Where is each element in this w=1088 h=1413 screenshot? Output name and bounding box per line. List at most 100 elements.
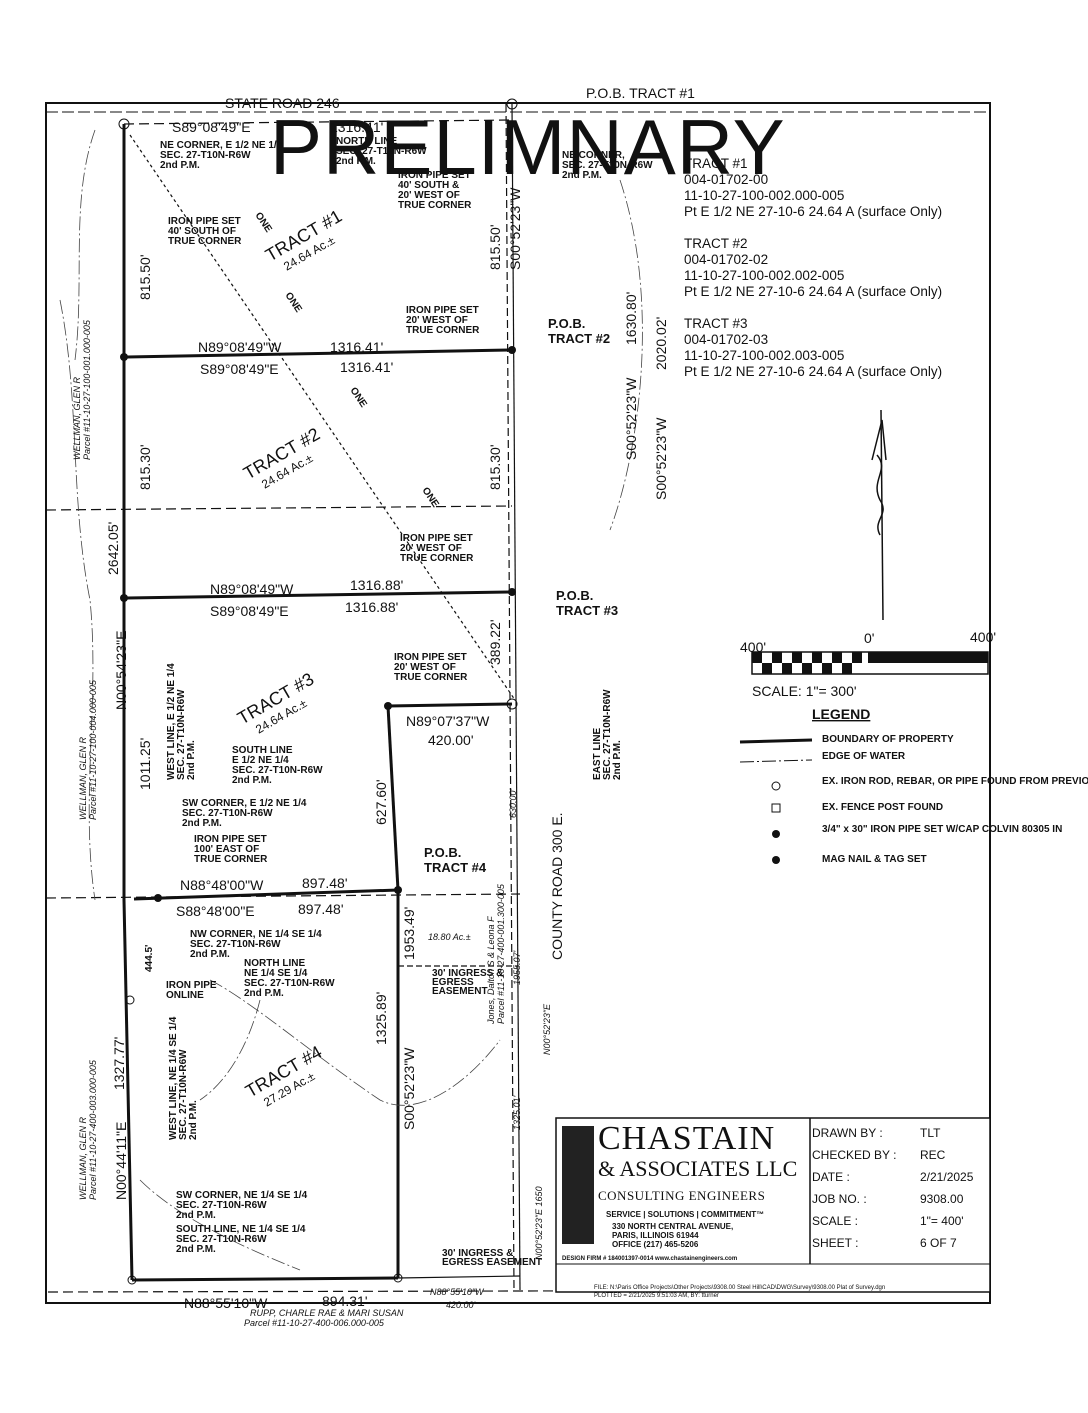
- svg-text:0': 0': [864, 630, 874, 646]
- pipe-set-marker: [508, 346, 516, 354]
- distance-t3-west: 1011.25': [137, 738, 153, 790]
- distance-t2-east: 815.30': [487, 445, 503, 491]
- svg-text:SEC. 27-T10N-R6W: SEC. 27-T10N-R6W: [244, 978, 335, 989]
- distance-t4-east: 1325.89': [373, 992, 389, 1045]
- corner-markers: [118, 98, 518, 1285]
- distance-t1-west: 815.50': [137, 255, 153, 301]
- svg-text:40' SOUTH &: 40' SOUTH &: [398, 180, 459, 191]
- svg-text:2nd P.M.: 2nd P.M.: [176, 1210, 216, 1221]
- svg-text:TRUE CORNER: TRUE CORNER: [398, 200, 472, 211]
- bearing-bottom-right: N88°55'10"W: [430, 1287, 485, 1297]
- pob-t3-line1: P.O.B.: [556, 588, 593, 603]
- svg-text:SEC. 27-T10N-R6W: SEC. 27-T10N-R6W: [336, 146, 427, 157]
- distance-t4-north: 897.48': [302, 875, 348, 891]
- tract-info-2: TRACT #2 004-01702-02 11-10-27-100-002.0…: [684, 236, 943, 299]
- distance-t2-north: 1316.41': [340, 359, 393, 375]
- svg-text:Parcel #11-10-27-400-001.300-0: Parcel #11-10-27-400-001.300-005: [496, 883, 506, 1024]
- north-arrow: [871, 409, 887, 621]
- note-west-line-2: WEST LINE, NE 1/4 SE 1/4 SEC. 27-T10N-R6…: [168, 1016, 199, 1140]
- note-south-line-2: SOUTH LINE, NE 1/4 SE 1/4 SEC. 27-T10N-R…: [176, 1224, 306, 1255]
- distance-t3-north: 1316.88': [345, 599, 398, 615]
- tract-3-label: TRACT #3 24.64 Ac.±: [234, 669, 317, 737]
- bearing-t4-north: N88°48'00"W: [180, 877, 264, 893]
- county-road-label: COUNTY ROAD 300 E.: [549, 812, 565, 960]
- bearing-t2-north: S89°08'49"E: [200, 361, 279, 377]
- svg-text:EX. FENCE POST FOUND: EX. FENCE POST FOUND: [822, 802, 943, 813]
- bearing-west-upper: N00°54'23"E: [113, 631, 129, 710]
- svg-text:3/4" x 30" IRON PIPE SET W/CAP: 3/4" x 30" IRON PIPE SET W/CAP COLVIN 80…: [822, 824, 1062, 835]
- note-iron-online: IRON PIPE ONLINE: [166, 980, 217, 1001]
- title-row: SCALE :1"= 400': [812, 1214, 964, 1228]
- distance-east-2020: 2020.02': [653, 317, 669, 370]
- svg-text:20' WEST OF: 20' WEST OF: [394, 662, 456, 673]
- distance-west-upper: 2642.05': [105, 522, 121, 575]
- distance-t3-inner: 420.00': [428, 732, 474, 748]
- svg-text:WEST LINE, E 1/2 NE 1/4: WEST LINE, E 1/2 NE 1/4: [166, 663, 177, 780]
- svg-text:2nd P.M.: 2nd P.M.: [176, 1244, 216, 1255]
- tract-4-label: TRACT #4 27.29 Ac.±: [242, 1042, 325, 1110]
- firm-tagline: CONSULTING ENGINEERS: [598, 1188, 766, 1203]
- note-sw-corner: SW CORNER, E 1/2 NE 1/4 SEC. 27-T10N-R6W…: [182, 798, 307, 829]
- svg-text:SEC. 27-T10N-R6W: SEC. 27-T10N-R6W: [176, 1200, 267, 1211]
- svg-text:NW CORNER, NE 1/4 SE 1/4: NW CORNER, NE 1/4 SE 1/4: [190, 929, 322, 940]
- note-east-line: EAST LINE SEC. 27-T10N-R6W 2nd P.M.: [592, 689, 623, 780]
- svg-text:SW CORNER, E 1/2 NE 1/4: SW CORNER, E 1/2 NE 1/4: [182, 798, 307, 809]
- svg-text:IRON PIPE SET: IRON PIPE SET: [400, 533, 473, 544]
- svg-text:ONLINE: ONLINE: [166, 990, 204, 1001]
- found-pipe-marker: [393, 1273, 403, 1283]
- svg-text:2nd P.M.: 2nd P.M.: [232, 775, 272, 786]
- distance-444: 444.5': [144, 945, 155, 972]
- svg-text:EASEMENT: EASEMENT: [432, 986, 488, 997]
- bearing-bottom: N88°55'10"W: [184, 1295, 268, 1311]
- pob-tract1-label: P.O.B. TRACT #1: [586, 85, 695, 101]
- pipeline-label: ONE: [253, 211, 274, 235]
- svg-text:SOUTH LINE, NE 1/4 SE 1/4: SOUTH LINE, NE 1/4 SE 1/4: [176, 1224, 306, 1235]
- svg-text:SEC. 27-T10N-R6W: SEC. 27-T10N-R6W: [190, 939, 281, 950]
- owner-rupp: RUPP, CHARLE RAE & MARI SUSAN Parcel #11…: [244, 1308, 404, 1328]
- svg-text:40' SOUTH OF: 40' SOUTH OF: [168, 226, 236, 237]
- svg-text:Parcel #11-10-27-400-006.000-0: Parcel #11-10-27-400-006.000-005: [244, 1318, 385, 1328]
- pob-t3-line2: TRACT #3: [556, 603, 618, 618]
- pipe-set-marker: [120, 353, 128, 361]
- svg-text:400': 400': [740, 639, 766, 655]
- svg-text:2nd P.M.: 2nd P.M.: [182, 818, 222, 829]
- svg-text:MAG NAIL & TAG SET: MAG NAIL & TAG SET: [822, 854, 927, 865]
- svg-text:2nd P.M.: 2nd P.M.: [562, 170, 602, 181]
- svg-text:SEC. 27-T10N-R6W: SEC. 27-T10N-R6W: [232, 765, 323, 776]
- pipe-set-marker: [384, 702, 392, 710]
- note-easement-1: 30' INGRESS & EGRESS EASEMENT: [432, 968, 503, 997]
- svg-text:2nd P.M.: 2nd P.M.: [612, 740, 623, 780]
- distance-east-1630: 1630.80': [623, 292, 639, 345]
- found-pipe-marker: [125, 995, 135, 1005]
- note-pipe-40-40: IRON PIPE SET 40' SOUTH & 20' WEST OF TR…: [398, 170, 472, 211]
- pipe-set-marker: [508, 588, 516, 596]
- svg-text:400': 400': [970, 629, 996, 645]
- pob-t2-line1: P.O.B.: [548, 316, 585, 331]
- bearing-east-2: S00°52'23"W: [623, 377, 639, 460]
- svg-text:NE CORNER, E 1/2 NE 1/4: NE CORNER, E 1/2 NE 1/4: [160, 140, 283, 151]
- svg-text:SEC. 27-T10N-R6W: SEC. 27-T10N-R6W: [176, 689, 187, 780]
- scale-bar: 400' 0' 400' SCALE: 1"= 300': [740, 629, 996, 699]
- bearing-t3-inner: N89°07'37"W: [406, 713, 490, 729]
- title-block: DRAWN BY :TLT CHECKED BY :REC DATE :2/21…: [812, 1122, 1002, 1254]
- title-block-frame: [555, 1117, 991, 1293]
- tract-1-label: TRACT #1 24.64 Ac.±: [262, 206, 345, 274]
- legend-title: LEGEND: [812, 706, 870, 722]
- distance-t1-east: 815.50': [487, 225, 503, 271]
- state-road-label: STATE ROAD 246: [225, 95, 340, 111]
- note-north-line-2: NORTH LINE NE 1/4 SE 1/4 SEC. 27-T10N-R6…: [244, 958, 335, 999]
- distance-bottom-right: 420.00': [446, 1300, 476, 1310]
- svg-text:TRUE CORNER: TRUE CORNER: [400, 553, 474, 564]
- firm-name: CHASTAIN: [598, 1120, 776, 1157]
- firm-services: SERVICE | SOLUTIONS | COMMITMENT™: [606, 1210, 765, 1219]
- strip-1650: N00°52'23"E 1650: [534, 1186, 544, 1260]
- note-north-line: NORTH LINE SEC. 27-T10N-R6W 2nd P.M.: [336, 136, 427, 167]
- firm-address: 330 NORTH CENTRAL AVENUE, PARIS, ILLINOI…: [612, 1222, 734, 1249]
- found-pipe-marker: [118, 118, 130, 130]
- bearing-t4-south-side: S88°48'00"E: [176, 903, 255, 919]
- firm-name-2: & ASSOCIATES LLC: [598, 1156, 798, 1181]
- note-sw-corner-2: SW CORNER, NE 1/4 SE 1/4 SEC. 27-T10N-R6…: [176, 1190, 308, 1221]
- svg-text:TRUE CORNER: TRUE CORNER: [394, 672, 468, 683]
- title-row: SHEET :6 OF 7: [812, 1236, 957, 1250]
